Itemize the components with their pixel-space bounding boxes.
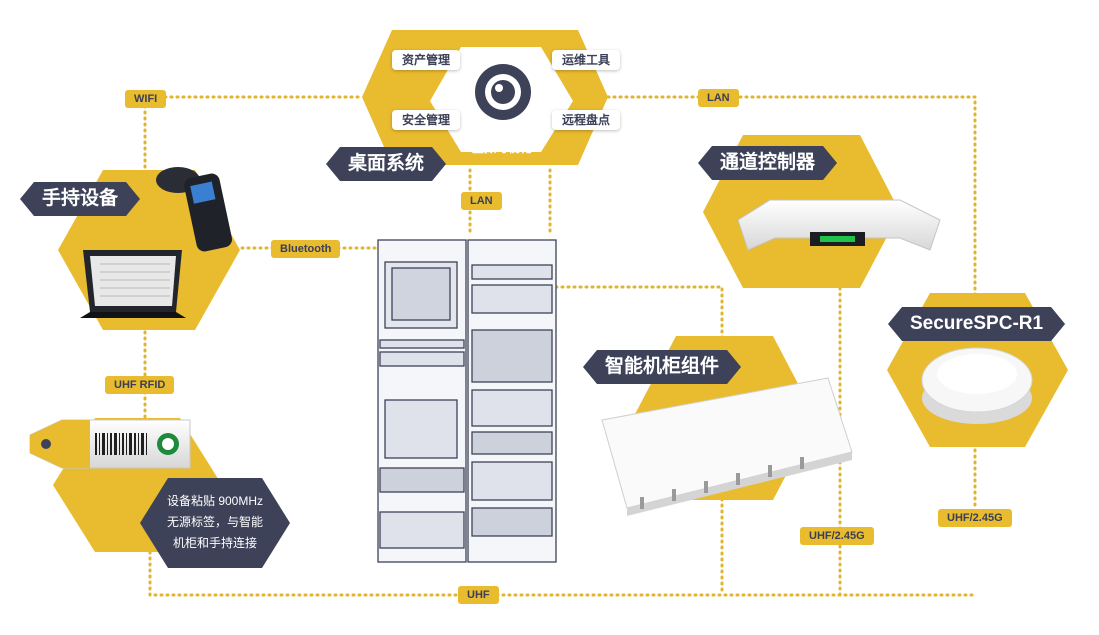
uhf-cabinet-label: UHF/2.45G [800,527,874,545]
tag-desc-line-1: 设备粘贴 900MHz [166,494,264,508]
handheld-title: 手持设备 [20,182,140,216]
tablet-image [80,250,186,318]
eye-label: 虚拟可视化 [472,141,533,155]
uhf-rfid-label: UHF RFID [105,376,175,394]
feature-remote-inventory[interactable]: 远程盘点 [552,110,621,130]
feature-security-management[interactable]: 安全管理 [392,110,461,130]
channel-controller-image [737,199,941,251]
tag-desc-hexagon [140,478,290,568]
feature-ops-tools[interactable]: 运维工具 [552,50,621,70]
tag-desc-line-3: 机柜和手持连接 [172,536,257,550]
feature-asset-management[interactable]: 资产管理 [392,50,461,70]
lan-top-label: LAN [698,89,739,107]
tag-desc-line-2: 无源标签，与智能 [166,515,263,529]
uhf-bottom-line [148,526,977,597]
uhf-tag-image [29,419,191,469]
eye-icon [475,64,531,120]
bluetooth-label: Bluetooth [271,240,341,258]
lan-mid-label: LAN [461,192,502,210]
wifi-line [143,95,362,187]
server-rack-image [377,239,557,563]
secure-reader-image [921,347,1033,424]
uhf-bottom-label: UHF [458,586,499,604]
secure-reader-title: SecureSPC-R1 [888,307,1065,341]
uhf-secure-label: UHF/2.45G [938,509,1012,527]
desktop-system-title: 桌面系统 [326,147,446,181]
channel-controller-title: 通道控制器 [698,146,837,180]
cabinet-title: 智能机柜组件 [583,350,741,384]
rfid-scanner-image [156,167,233,252]
cabinet-antenna-image [601,377,853,516]
wifi-label: WIFI [125,90,167,108]
tag-description: 设备粘贴 900MHz 无源标签，与智能 机柜和手持连接 [150,491,280,554]
